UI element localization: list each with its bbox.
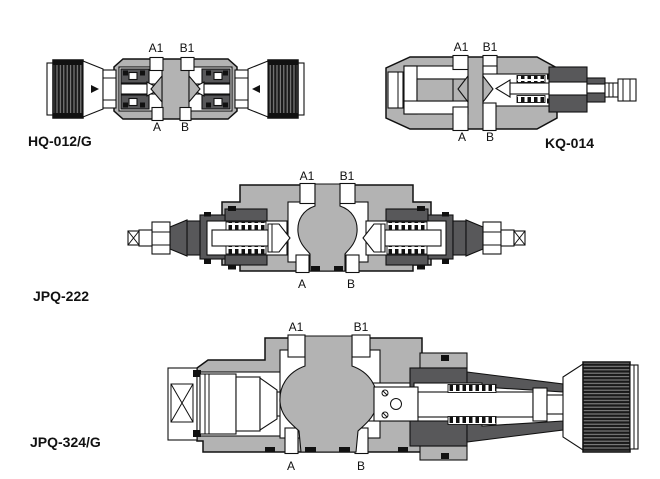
hex-head bbox=[617, 78, 637, 102]
throttle-check-assembly-right bbox=[188, 59, 305, 119]
port-label-a1: A1 bbox=[454, 40, 469, 54]
orifice bbox=[390, 398, 402, 410]
port-label-b1: B1 bbox=[483, 40, 498, 54]
valve-diagram-jpq324g: A1 B1 A B JPQ-324/G bbox=[30, 320, 639, 473]
port-label-b1: B1 bbox=[180, 41, 195, 55]
poppet bbox=[267, 223, 291, 253]
spring bbox=[447, 384, 497, 393]
cartridge-assembly-right bbox=[362, 205, 526, 271]
spring bbox=[516, 95, 546, 103]
spool bbox=[417, 391, 534, 418]
port-label-b1: B1 bbox=[354, 320, 369, 334]
adjuster-shaft bbox=[604, 82, 619, 98]
adjust-cross-box bbox=[170, 383, 194, 423]
body-flare bbox=[482, 74, 494, 104]
spool bbox=[509, 82, 556, 95]
port-label-a1: A1 bbox=[149, 41, 164, 55]
port-label-a: A bbox=[153, 120, 161, 134]
port-label-b: B bbox=[357, 459, 365, 473]
model-label: KQ-014 bbox=[545, 135, 594, 151]
cartridge-assembly-left bbox=[127, 206, 291, 270]
spring bbox=[225, 221, 267, 231]
threaded-neck bbox=[102, 69, 117, 109]
valve-diagram-kq014: A1 B1 A B KQ-014 bbox=[385, 40, 637, 151]
spring bbox=[225, 245, 267, 255]
adjuster-assembly bbox=[548, 66, 637, 113]
port-label-a: A bbox=[298, 277, 306, 291]
valve-diagram-jpq222: A1 B1 A B JPQ-222 bbox=[33, 169, 526, 304]
hex-nut bbox=[151, 221, 171, 255]
valve-diagram-hq012g: A1 B1 A B HQ-012/G bbox=[28, 41, 305, 149]
end-plug bbox=[387, 71, 404, 109]
knurled-knob bbox=[582, 361, 631, 453]
port-label-a: A bbox=[287, 459, 295, 473]
hand-knob bbox=[562, 361, 639, 453]
spring bbox=[447, 416, 497, 425]
port-channels bbox=[284, 334, 371, 455]
spool bbox=[211, 229, 273, 247]
spring bbox=[516, 75, 546, 83]
center-flow-divider bbox=[297, 183, 358, 272]
model-label: JPQ-222 bbox=[33, 288, 89, 304]
port-label-b: B bbox=[181, 120, 189, 134]
port-channels bbox=[149, 56, 195, 122]
port-label-b1: B1 bbox=[340, 169, 355, 183]
check-cartridge bbox=[494, 74, 556, 104]
port-label-b: B bbox=[347, 277, 355, 291]
spool-collar bbox=[532, 387, 548, 422]
knob-end-cap bbox=[46, 62, 54, 116]
port-label-a1: A1 bbox=[300, 169, 315, 183]
body-flare bbox=[457, 74, 469, 104]
throttle-check-assembly-left bbox=[46, 59, 163, 119]
seal-squares bbox=[123, 70, 145, 108]
knurled-knob bbox=[52, 59, 84, 119]
model-label: JPQ-324/G bbox=[30, 434, 101, 450]
port-channels bbox=[295, 182, 360, 274]
port-label-b: B bbox=[486, 130, 494, 144]
adjuster-cone bbox=[169, 219, 188, 257]
adjuster-shaft bbox=[138, 229, 153, 247]
port-label-a: A bbox=[458, 130, 466, 144]
port-label-a1: A1 bbox=[289, 320, 304, 334]
valve-seat-block bbox=[373, 386, 419, 422]
model-label: HQ-012/G bbox=[28, 133, 92, 149]
body-flare bbox=[150, 74, 163, 104]
knob-taper bbox=[562, 362, 584, 452]
seal-squares bbox=[204, 206, 236, 270]
seal-pads bbox=[265, 447, 408, 452]
pointer-triangle-icon bbox=[91, 85, 99, 93]
piston-cone bbox=[259, 376, 278, 432]
body-island bbox=[416, 78, 454, 102]
center-flow-divider bbox=[279, 335, 378, 453]
